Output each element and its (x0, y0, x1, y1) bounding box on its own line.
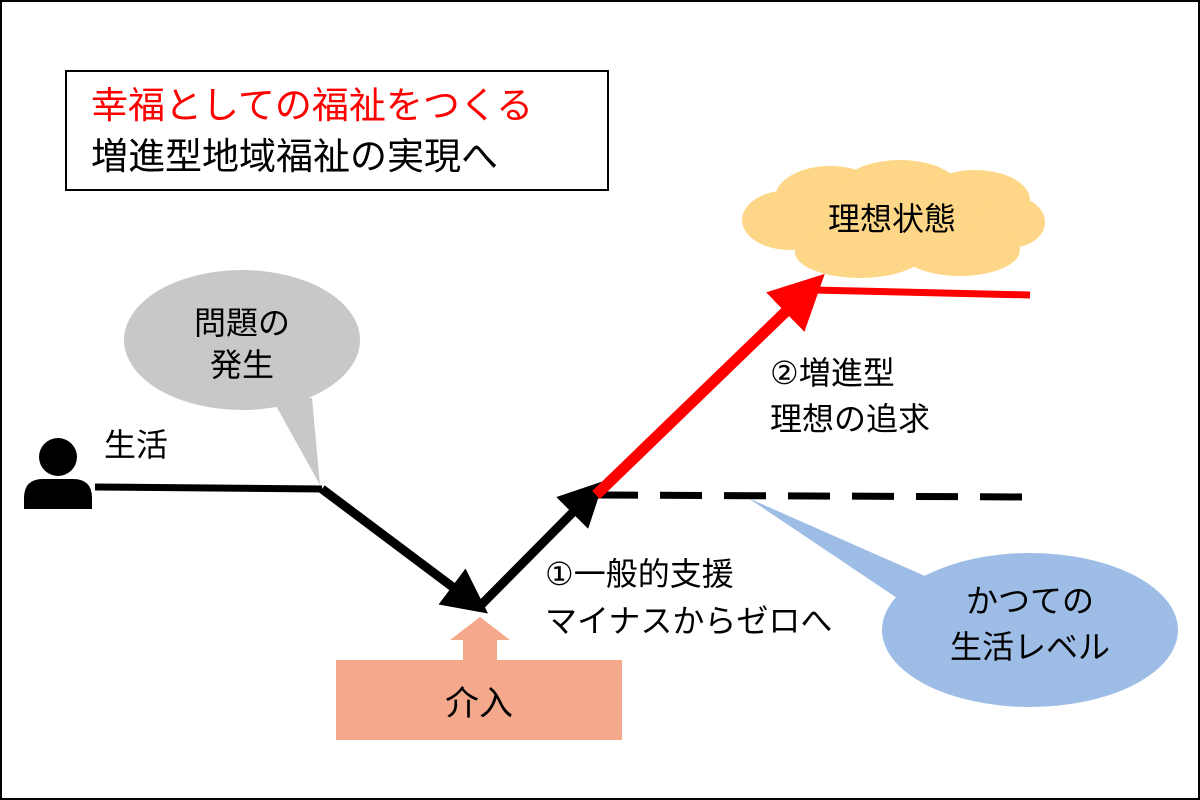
ideal-level-line (811, 286, 1031, 299)
ideal-state-label: 理想状態 (827, 200, 956, 238)
decline-arrow (319, 485, 488, 614)
problem-bubble (124, 270, 360, 485)
title-line-1: 幸福としての福祉をつくる (91, 84, 534, 127)
enhancement-arrow (592, 273, 825, 499)
former-level-label-line-2: 生活レベル (949, 628, 1110, 666)
person-icon (24, 438, 92, 509)
intervention-box (336, 617, 622, 740)
former-level-label-line-1: かつての (965, 582, 1094, 620)
support-arrow (476, 481, 604, 610)
life-line (94, 483, 323, 493)
problem-label-line-1: 問題の (193, 304, 290, 342)
life-label: 生活 (104, 426, 169, 464)
title-box: 幸福としての福祉をつくる 増進型地域福祉の実現へ (65, 70, 609, 191)
step1-label-line-2: マイナスからゼロへ (545, 602, 833, 640)
step2-label-line-2: 理想の追求 (770, 400, 931, 438)
intervention-label: 介入 (445, 683, 513, 724)
ideal-cloud (742, 160, 1045, 278)
problem-label-line-2: 発生 (209, 346, 274, 384)
step1-label-line-1: ①一般的支援 (545, 555, 734, 593)
former-level-bubble (748, 498, 1178, 707)
step2-label-line-1: ②増進型 (770, 354, 895, 392)
title-line-2: 増進型地域福祉の実現へ (91, 135, 498, 178)
former-level-dashed-line (595, 491, 1031, 501)
